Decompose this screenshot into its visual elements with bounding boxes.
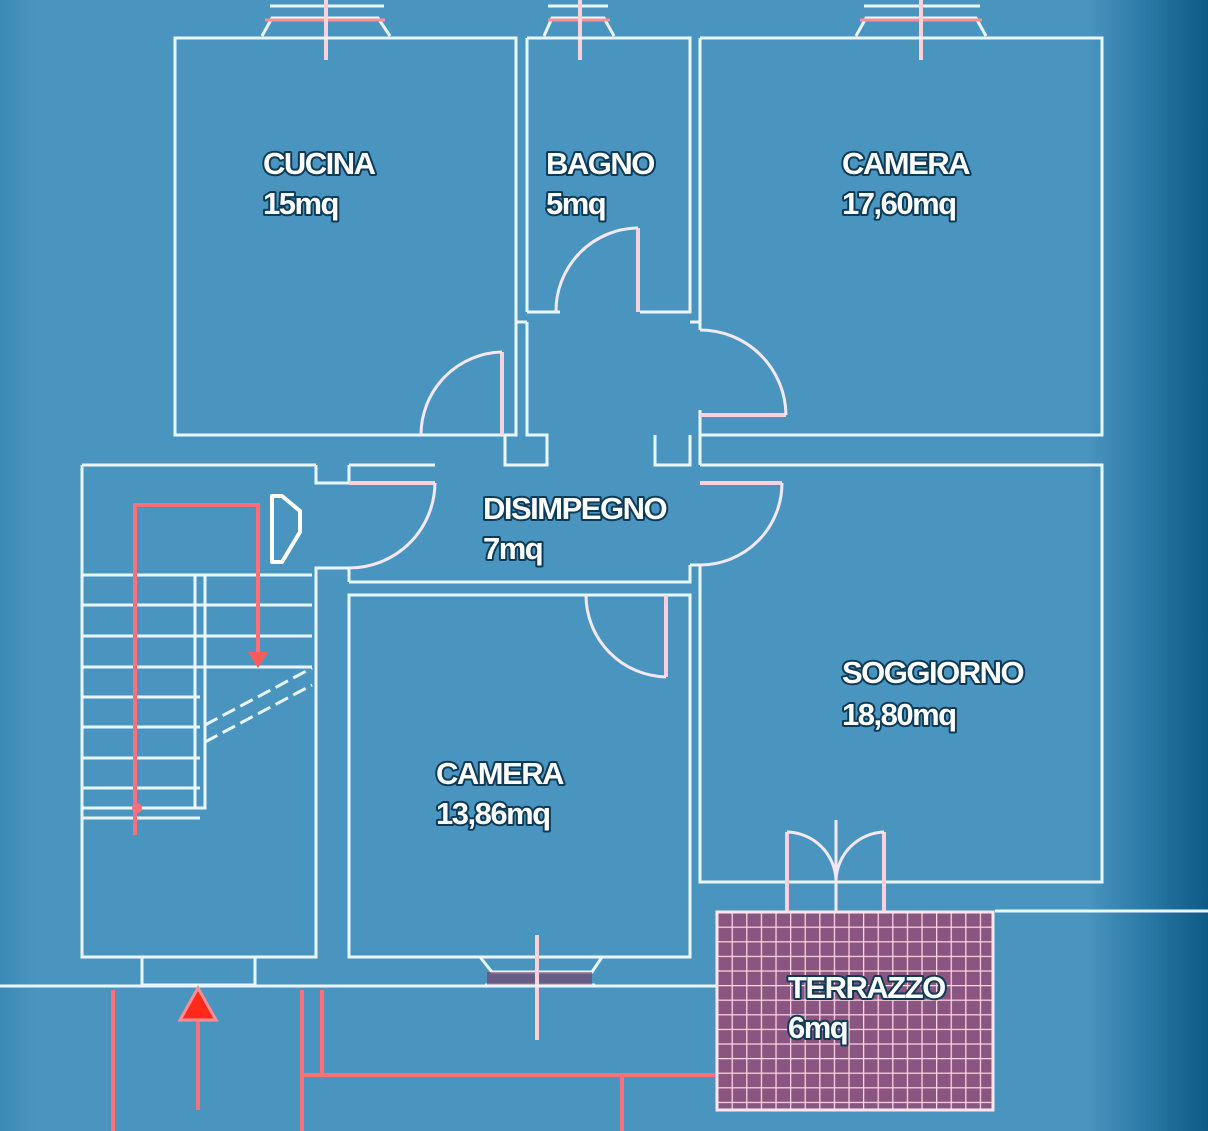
door-bagno[interactable] bbox=[554, 226, 640, 313]
room-bagno-walls bbox=[527, 36, 692, 314]
window-cucina bbox=[260, 0, 392, 60]
room-area: 15mq bbox=[263, 186, 338, 221]
room-soggiorno-walls bbox=[698, 463, 1104, 884]
stair-path bbox=[132, 503, 268, 835]
room-camera-top-walls bbox=[698, 36, 1104, 437]
room-label-soggiorno: SOGGIORNO 18,80mq bbox=[840, 653, 1027, 734]
room-label-camera-bottom: CAMERA 13,86mq bbox=[434, 754, 568, 833]
exterior-paths bbox=[111, 984, 716, 1131]
room-camera-bottom-walls bbox=[347, 593, 692, 959]
window-camera-top bbox=[854, 0, 988, 60]
room-name: BAGNO bbox=[546, 146, 654, 181]
door-camera-bottom[interactable] bbox=[584, 594, 668, 679]
room-area: 18,80mq bbox=[842, 697, 956, 732]
door-terrazzo[interactable] bbox=[785, 820, 886, 912]
room-label-cucina: CUCINA 15mq bbox=[261, 144, 379, 223]
room-name: TERRAZZO bbox=[788, 970, 945, 1005]
room-area: 6mq bbox=[788, 1010, 847, 1045]
arrow-down-icon bbox=[248, 652, 268, 668]
room-area: 13,86mq bbox=[436, 796, 550, 831]
room-name: CAMERA bbox=[436, 756, 564, 791]
room-label-camera-top: CAMERA 17,60mq bbox=[840, 144, 974, 223]
stair-steps bbox=[82, 573, 313, 820]
arrow-up-icon bbox=[177, 984, 219, 1022]
room-label-disimpegno: DISIMPEGNO 7mq bbox=[481, 489, 670, 568]
stair-hall-walls bbox=[80, 463, 351, 959]
door-soggiorno[interactable] bbox=[699, 481, 784, 567]
room-area: 17,60mq bbox=[842, 186, 956, 221]
room-name: CUCINA bbox=[263, 146, 376, 181]
room-cucina-walls bbox=[173, 36, 518, 437]
door-cucina[interactable] bbox=[419, 350, 504, 436]
room-area: 5mq bbox=[546, 186, 605, 221]
terrazzo-grid bbox=[715, 910, 995, 1112]
room-label-bagno: BAGNO 5mq bbox=[544, 144, 658, 223]
room-name: CAMERA bbox=[842, 146, 970, 181]
room-name: DISIMPEGNO bbox=[483, 491, 666, 526]
door-entrance[interactable] bbox=[348, 481, 437, 570]
room-label-terrazzo: TERRAZZO 6mq bbox=[786, 968, 949, 1047]
window-bagno bbox=[542, 0, 616, 60]
door-camera-top[interactable] bbox=[699, 328, 788, 417]
entrance-arrow-icon[interactable] bbox=[270, 494, 302, 564]
room-area: 7mq bbox=[483, 531, 542, 566]
front-door-frame bbox=[140, 957, 257, 987]
room-name: SOGGIORNO bbox=[842, 655, 1024, 690]
